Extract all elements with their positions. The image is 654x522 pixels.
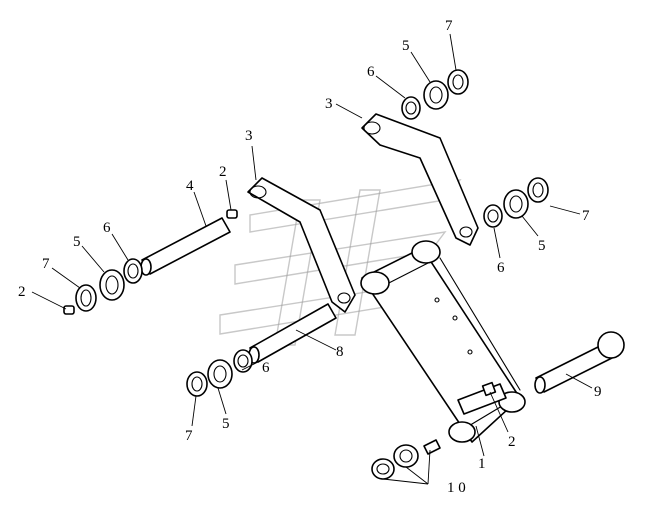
pin-4-part <box>140 217 231 276</box>
callout-label: 5 <box>73 234 81 250</box>
callout-label: 5 <box>538 238 546 254</box>
callout-label: 6 <box>367 64 375 80</box>
callout-label: 4 <box>186 178 194 194</box>
callout-label: 6 <box>262 360 270 376</box>
callout-label: 2 <box>508 434 516 450</box>
pin-10-part <box>423 439 441 455</box>
callout-label: 3 <box>245 128 253 144</box>
callout-label: 2 <box>18 284 26 300</box>
bolt-parts <box>63 209 238 315</box>
callout-label: 7 <box>185 428 193 444</box>
pin-9-part <box>534 331 625 394</box>
callout-label: 6 <box>497 260 505 276</box>
pin-8-part <box>248 303 337 364</box>
callout-label: 2 <box>219 164 227 180</box>
callout-labels: 1 2 2 2 3 3 4 5 5 5 5 6 6 6 6 7 7 7 7 8 … <box>18 18 602 496</box>
callout-label: 5 <box>222 416 230 432</box>
callout-label: 3 <box>325 96 333 112</box>
callout-label: 7 <box>582 208 590 224</box>
callout-label: 8 <box>336 344 344 360</box>
callout-label: 1 0 <box>447 480 466 496</box>
main-arm-part <box>360 240 526 443</box>
right-link-plate <box>361 113 479 246</box>
ring-parts <box>75 69 549 480</box>
callout-label: 5 <box>402 38 410 54</box>
callout-label: 6 <box>103 220 111 236</box>
callout-label: 7 <box>445 18 453 34</box>
leader-lines <box>31 33 593 485</box>
callout-label: 7 <box>42 256 50 272</box>
callout-label: 1 <box>478 456 486 472</box>
callout-label: 9 <box>594 384 602 400</box>
left-link-plate <box>247 177 356 313</box>
